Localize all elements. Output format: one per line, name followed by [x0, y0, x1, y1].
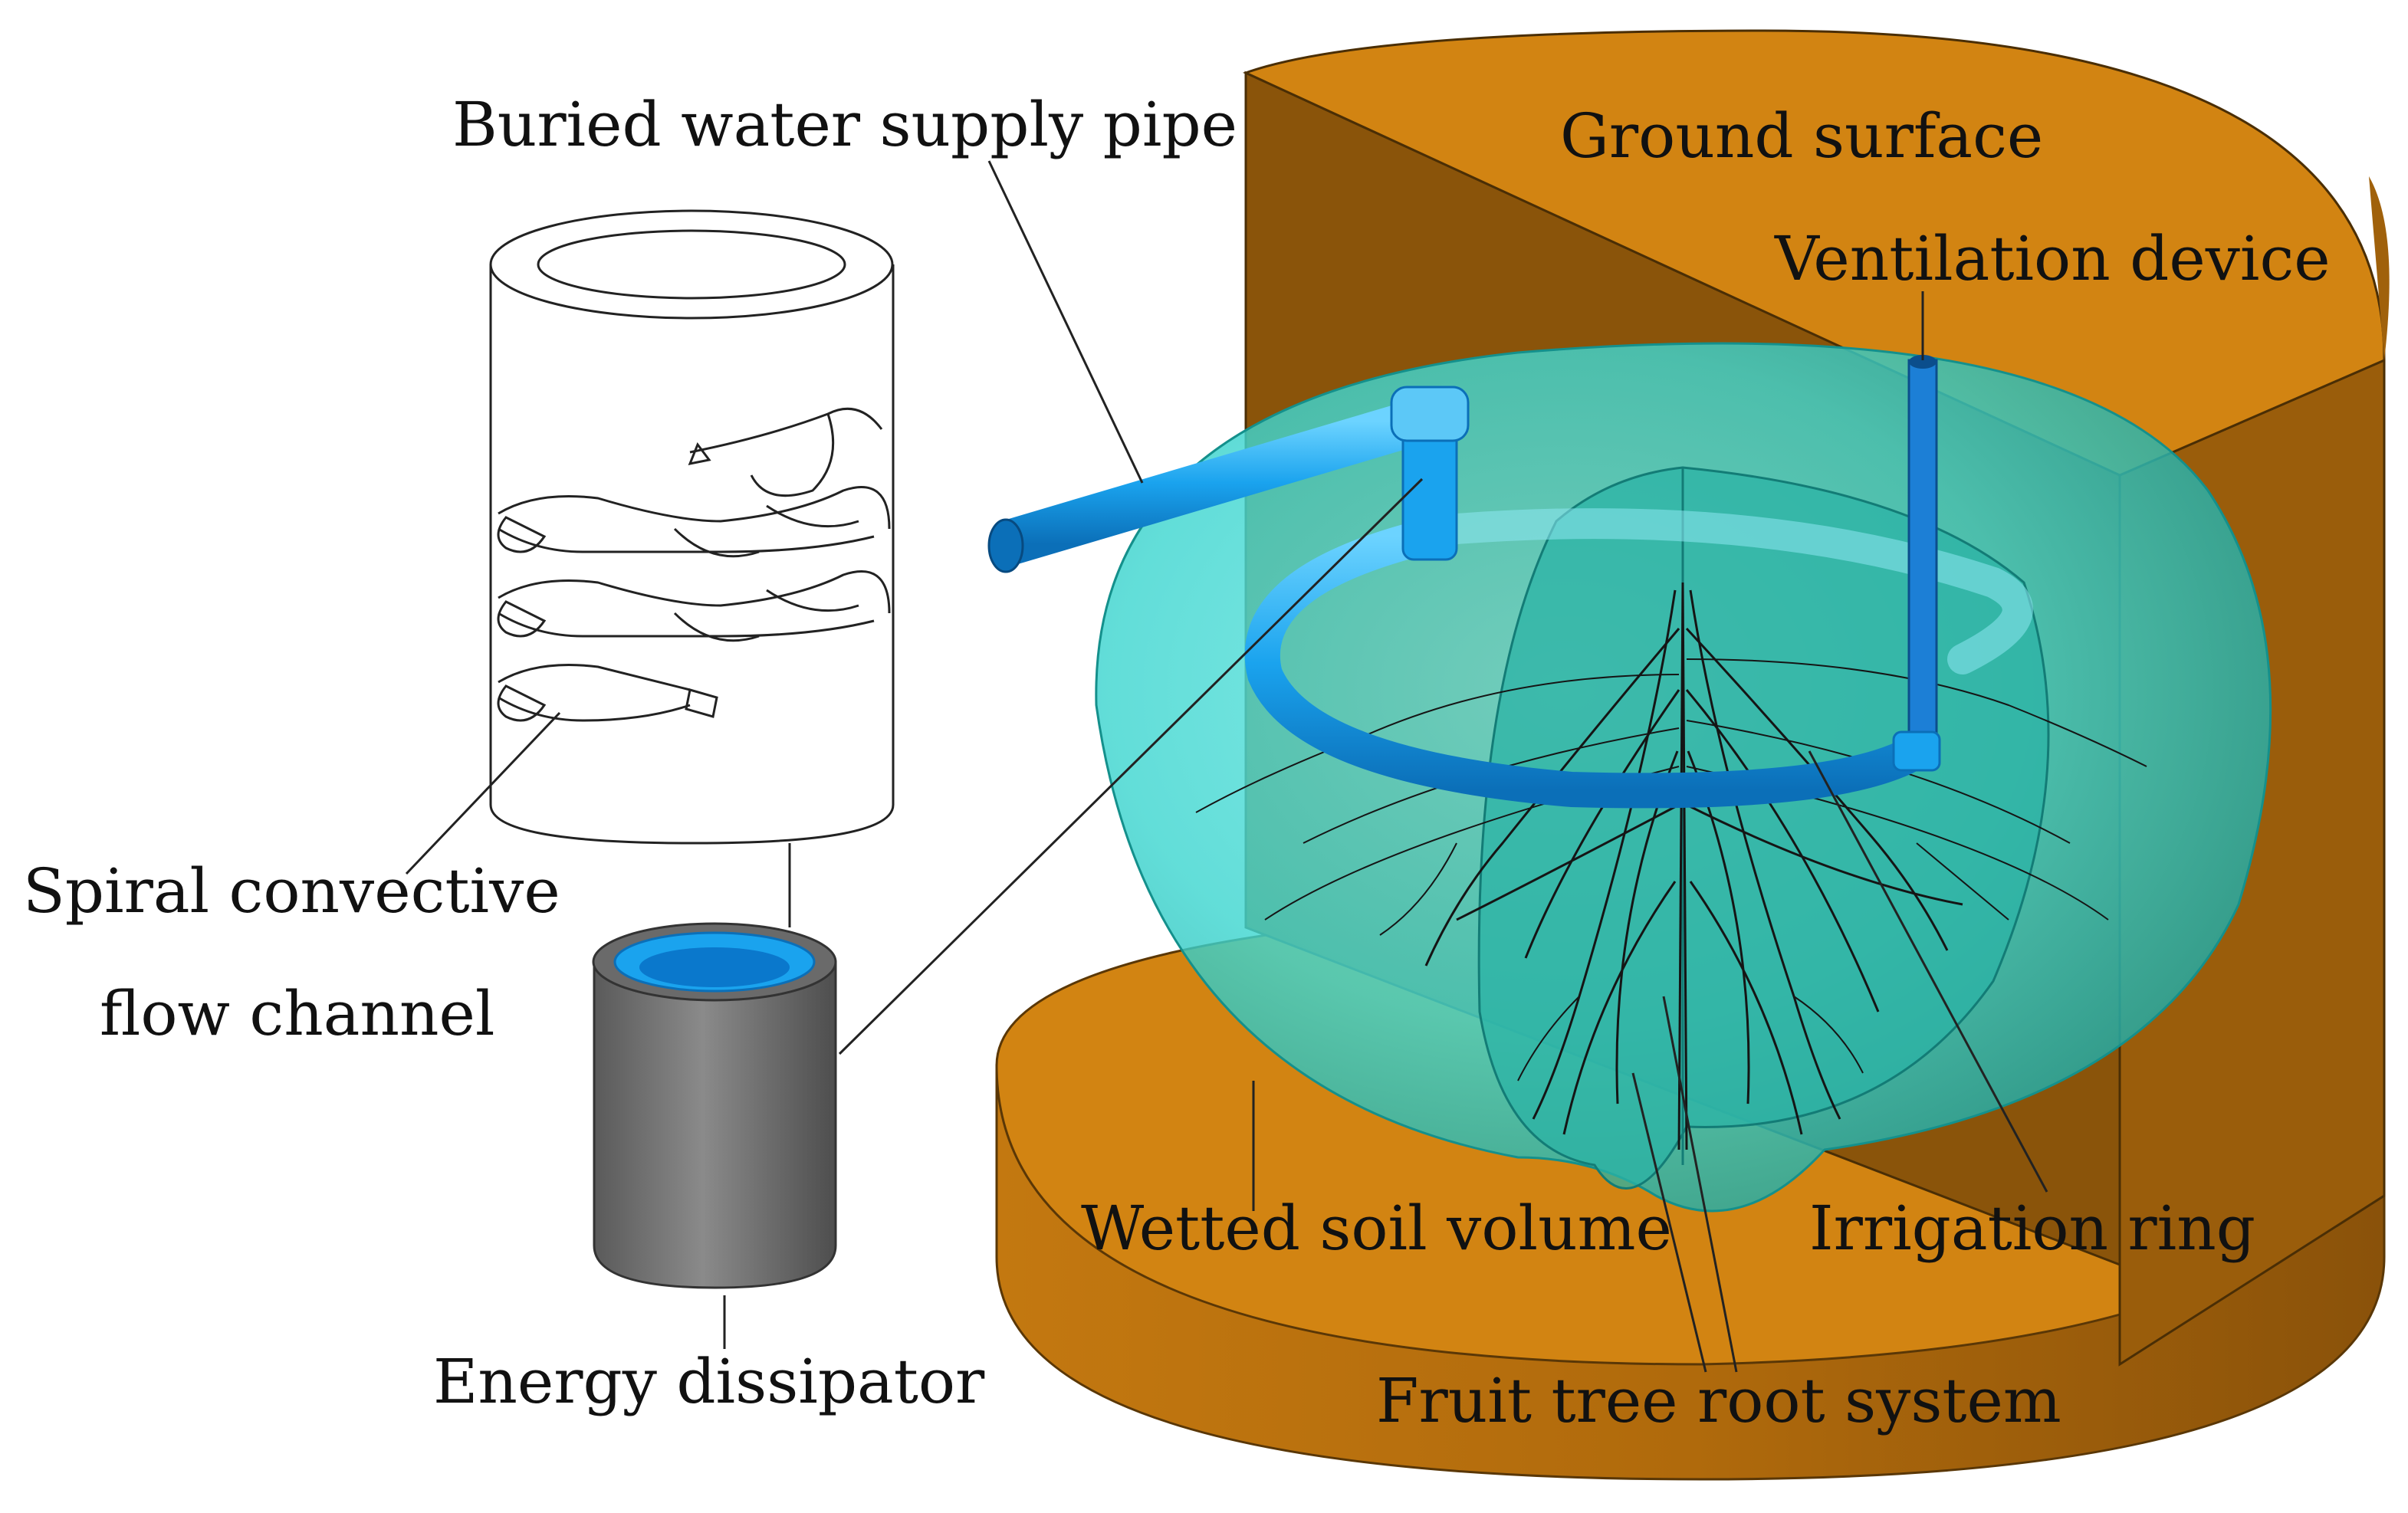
ring-tube-back	[1441, 508, 2033, 674]
labels: Buried water supply pipe Ground surface …	[23, 89, 2331, 1436]
ventilation-tube	[1907, 359, 1938, 753]
leader-root-system-2	[1631, 1072, 1707, 1373]
supply-pipe-opening	[987, 518, 1024, 573]
ventilation-top	[1909, 355, 1937, 369]
energy-dissipator	[592, 922, 837, 1289]
buried-supply-pipe	[987, 386, 1470, 573]
label-irrigation-ring: Irrigation ring	[1809, 1193, 2255, 1264]
label-root-system: Fruit tree root system	[1376, 1365, 2061, 1436]
supply-pipe-elbow-top	[1390, 386, 1470, 442]
ventilation-device	[1892, 355, 1941, 772]
leader-root-system	[1662, 996, 1738, 1373]
label-ground-surface: Ground surface	[1560, 100, 2043, 172]
dissipator-hole	[639, 947, 790, 987]
leader-buried-pipe	[987, 160, 1144, 484]
spiral-cylinder-body	[489, 264, 895, 845]
leader-spiral	[405, 711, 561, 875]
label-energy-dissipator: Energy dissipator	[433, 1346, 985, 1417]
soil-upper-side	[2369, 176, 2390, 360]
ring-tube	[1244, 519, 1934, 809]
spiral-channel-cylinder	[489, 209, 895, 845]
label-buried-pipe: Buried water supply pipe	[452, 89, 1237, 160]
spiral-cylinder-top	[489, 209, 894, 320]
spiral-cylinder-inner	[537, 229, 846, 300]
irrigation-ring	[1244, 508, 2033, 809]
soil-upper-top	[1243, 29, 2386, 477]
label-ventilation-device: Ventilation device	[1774, 223, 2331, 294]
label-spiral-line1: Spiral convective	[23, 855, 560, 927]
leader-dissipator-upper	[838, 478, 1424, 1055]
label-spiral-line2: flow channel	[100, 978, 494, 1049]
leader-lines	[405, 160, 2048, 1373]
ventilation-elbow	[1892, 730, 1941, 772]
label-wetted-soil: Wetted soil volume	[1081, 1193, 1672, 1264]
leader-irrigation-ring	[1808, 750, 2048, 1193]
supply-pipe-horizontal	[997, 399, 1425, 566]
dissipator-body	[593, 960, 837, 1289]
